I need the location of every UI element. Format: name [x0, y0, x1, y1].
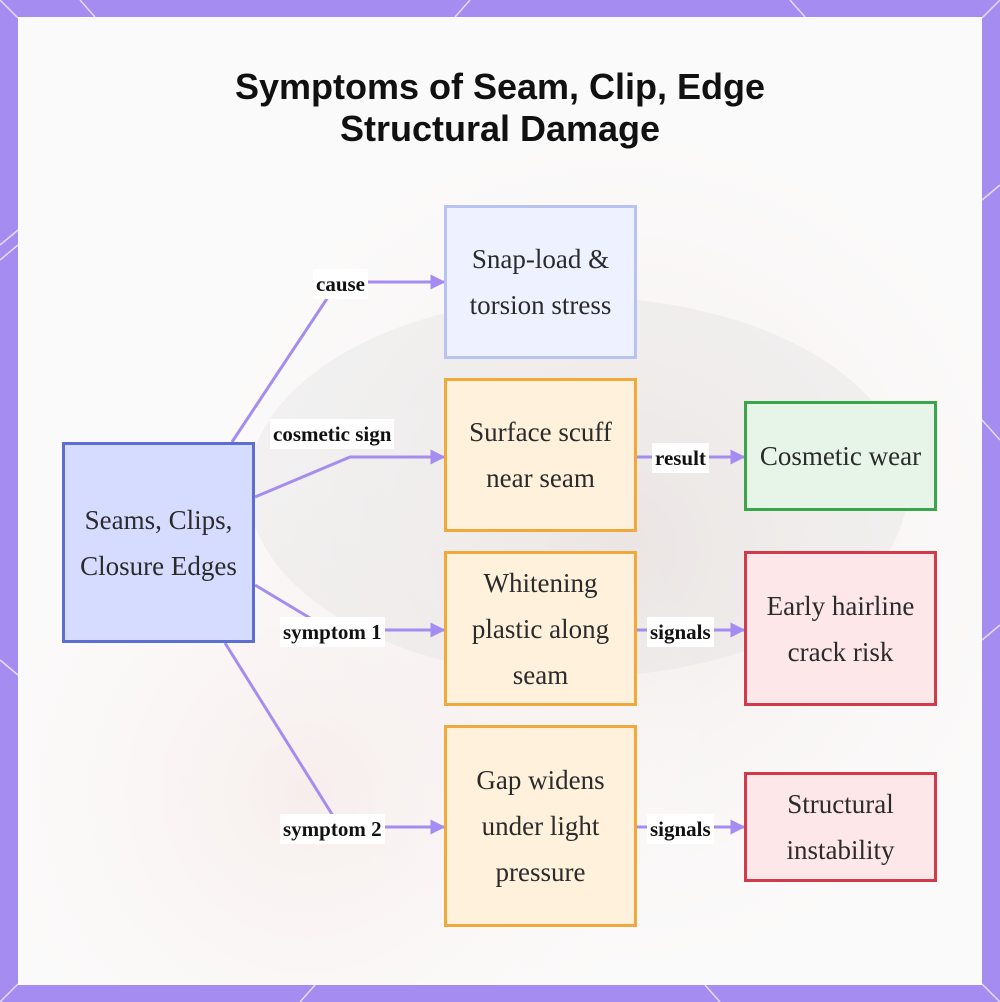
- node-structural-instability: Structural instability: [744, 772, 937, 882]
- edge-label-signals-2: signals: [647, 814, 714, 844]
- node-seams-clips-edges-label: Seams, Clips, Closure Edges: [80, 504, 237, 581]
- node-cosmetic-wear-label: Cosmetic wear: [759, 441, 922, 471]
- node-snap-load-torsion-label: Snap-load & torsion stress: [469, 244, 612, 320]
- node-whitening-plastic: Whitening plastic along seam: [444, 551, 637, 706]
- edge-label-cosmetic-sign: cosmetic sign: [270, 419, 395, 449]
- diagram-title: Symptoms of Seam, Clip, Edge Structural …: [0, 66, 1000, 150]
- node-crack-risk: Early hairline crack risk: [744, 551, 937, 706]
- node-crack-risk-label: Early hairline crack risk: [766, 590, 915, 667]
- title-line-1: Symptoms of Seam, Clip, Edge: [234, 66, 766, 107]
- node-whitening-plastic-label: Whitening plastic along seam: [471, 567, 610, 690]
- edge-source-to-cause: [230, 274, 446, 443]
- node-snap-load-torsion: Snap-load & torsion stress: [444, 205, 637, 359]
- edge-label-symptom-2: symptom 2: [280, 814, 385, 844]
- node-structural-instability-label: Structural instability: [786, 789, 895, 865]
- node-gap-widens-label: Gap widens under light pressure: [476, 765, 605, 887]
- edge-label-cause: cause: [313, 269, 368, 299]
- edge-label-result: result: [652, 443, 709, 473]
- node-surface-scuff-label: Surface scuff near seam: [469, 417, 612, 493]
- node-surface-scuff: Surface scuff near seam: [444, 378, 637, 532]
- node-seams-clips-edges: Seams, Clips, Closure Edges: [62, 442, 255, 643]
- edge-source-to-scuff: [254, 449, 446, 499]
- edge-label-symptom-1: symptom 1: [280, 617, 385, 647]
- node-gap-widens: Gap widens under light pressure: [444, 725, 637, 927]
- title-line-2: Structural Damage: [339, 108, 661, 149]
- edge-source-to-gap: [223, 642, 446, 835]
- node-cosmetic-wear: Cosmetic wear: [744, 401, 937, 511]
- edge-label-signals-1: signals: [647, 617, 714, 647]
